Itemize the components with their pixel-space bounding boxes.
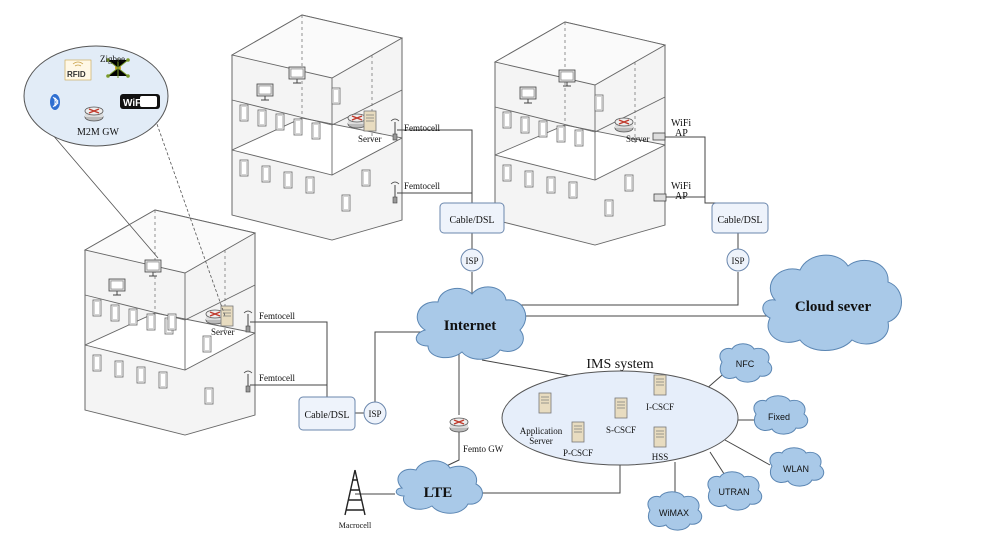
isp-label: ISP — [465, 256, 478, 266]
cloud-server-label: Cloud sever — [795, 299, 872, 315]
application-server-icon — [538, 392, 552, 414]
p-cscf-label: P-CSCF — [563, 448, 593, 458]
femtocell-label-a1: Femtocell — [404, 123, 440, 133]
femto-gw-icon — [449, 417, 469, 433]
wifi-ap-label-2: WiFi — [671, 181, 691, 192]
rfid-icon — [64, 59, 92, 81]
server-label-c: Server — [211, 327, 235, 337]
fixed-label: Fixed — [768, 412, 790, 422]
wimax-label: WiMAX — [659, 508, 689, 518]
hss-icon — [653, 426, 667, 448]
lte-label: LTE — [424, 485, 453, 501]
s-cscf-icon — [614, 397, 628, 419]
p-cscf-icon — [571, 421, 585, 443]
cloud-server-cloud: Cloud sever — [762, 254, 902, 351]
cable-dsl-label: Cable/DSL — [305, 410, 350, 421]
bluetooth-icon — [50, 94, 60, 110]
ap-label-1: AP — [675, 128, 688, 139]
nfc-label: NFC — [736, 359, 755, 369]
femto-gw-label: Femto GW — [463, 444, 504, 454]
building-a — [230, 14, 404, 241]
cable-dsl-label: Cable/DSL — [450, 215, 495, 226]
isp-b: ISP — [726, 248, 750, 272]
internet-cloud: Internet — [415, 286, 527, 360]
wimax-cloud: WiMAX — [647, 491, 703, 531]
i-cscf-label: I-CSCF — [646, 402, 674, 412]
s-cscf-label: S-CSCF — [606, 425, 636, 435]
cable-dsl-c: Cable/DSL — [298, 396, 356, 431]
building-b — [493, 21, 667, 246]
cable-dsl-b: Cable/DSL — [711, 202, 769, 234]
zigbee-label: Zigbee — [100, 54, 125, 64]
m2m-gw-label: M2M GW — [77, 127, 120, 138]
m2m-callout: Zigbee RFID WiFi M2M GW — [23, 45, 226, 317]
macrocell-label: Macrocell — [339, 521, 372, 530]
isp-c: ISP — [363, 401, 387, 425]
wlan-cloud: WLAN — [769, 447, 825, 487]
wifi-logo-label: WiFi — [123, 98, 144, 109]
application-label: Application — [520, 426, 563, 436]
isp-label: ISP — [731, 256, 744, 266]
i-cscf-icon — [653, 374, 667, 396]
fixed-cloud: Fixed — [753, 395, 809, 435]
hss-label: HSS — [652, 452, 669, 462]
cable-dsl-label: Cable/DSL — [718, 215, 763, 226]
cable-dsl-a: Cable/DSL — [439, 202, 505, 234]
server-label-a: Server — [358, 134, 382, 144]
femtocell-label-a2: Femtocell — [404, 181, 440, 191]
server-label-b: Server — [626, 134, 650, 144]
isp-a: ISP — [460, 248, 484, 272]
building-c — [83, 209, 257, 436]
nfc-cloud: NFC — [719, 343, 773, 383]
wifi-logo-icon — [120, 94, 160, 109]
utran-label: UTRAN — [719, 487, 750, 497]
ap-label-2: AP — [675, 191, 688, 202]
wifi-ap-label-1: WiFi — [671, 118, 691, 129]
rfid-label: RFID — [67, 70, 86, 79]
macrocell-tower-icon — [344, 469, 366, 516]
zigbee-icon — [106, 58, 130, 78]
internet-label: Internet — [444, 318, 497, 334]
utran-cloud: UTRAN — [707, 471, 763, 511]
ims-system: IMS system Application Server P-CSCF S-C… — [501, 357, 739, 466]
m2m-router-icon — [84, 106, 104, 122]
femtocell-label-c1: Femtocell — [259, 311, 295, 321]
lte-cloud: LTE — [395, 460, 483, 514]
application-server-label: Server — [529, 436, 553, 446]
isp-label: ISP — [368, 409, 381, 419]
ims-system-title: IMS system — [586, 357, 653, 372]
femtocell-label-c2: Femtocell — [259, 373, 295, 383]
wlan-label: WLAN — [783, 464, 809, 474]
